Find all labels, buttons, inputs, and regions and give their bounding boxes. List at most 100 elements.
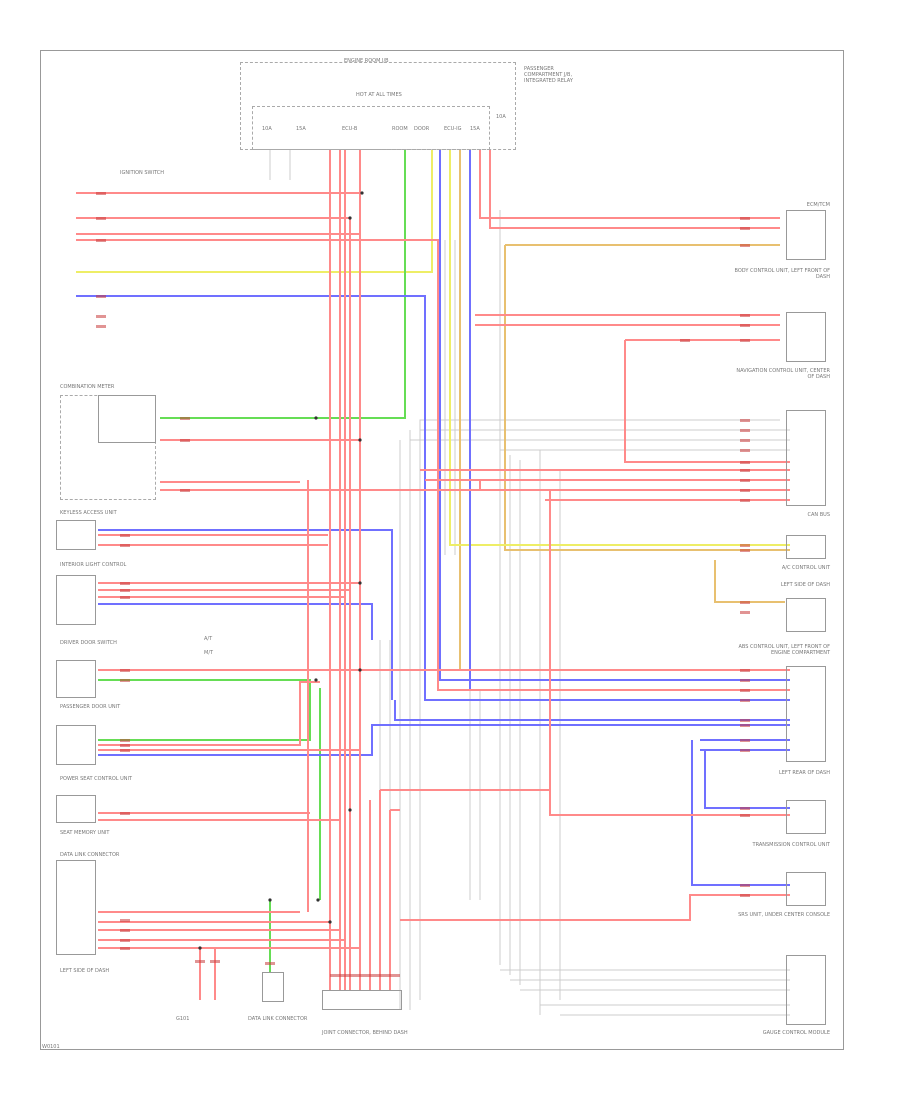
gray-wire-6 [499,449,790,965]
fuse-terminal-3: ECU-B [342,126,358,132]
left-label-3: KEYLESS ACCESS UNIT [60,510,117,516]
right-component-2 [786,312,826,362]
wire-color-tag [120,589,130,592]
wire-color-tag [120,679,130,682]
fuse-box-note: HOT AT ALL TIMES [356,92,402,98]
wire-color-tag [740,611,750,614]
left-label-6: PASSENGER DOOR UNIT [60,704,121,710]
wire-color-tag [740,689,750,692]
red-wire-34 [98,929,341,990]
wire-color-tag [370,974,380,977]
wire-color-tag [740,339,750,342]
splice-dot [358,438,362,442]
wire-color-tag [740,419,750,422]
left-component-2 [56,520,96,550]
wire-color-tag [740,884,750,887]
fuse-terminal-6: ECU-IG [444,126,462,132]
left-component-5 [56,725,96,765]
red-wire-35 [98,939,346,990]
red-wire-5 [479,150,780,219]
left-component-6 [56,795,96,823]
wire-color-tag [120,534,130,537]
wire-color-tag [740,814,750,817]
wire-color-tag [740,469,750,472]
wire-color-tag [96,295,106,298]
right-label-11: GAUGE CONTROL MODULE [762,1030,830,1036]
wire-color-tag [210,960,220,963]
right-label-9: TRANSMISSION CONTROL UNIT [752,842,830,848]
left-label-7: POWER SEAT CONTROL UNIT [60,776,133,782]
green-wire-1 [160,150,406,419]
wire-color-tag [120,812,130,815]
splice-dot [268,898,272,902]
splice-dot [358,581,362,585]
wire-color-tag [740,719,750,722]
red-wire-4 [76,233,361,990]
left-label-1: IGNITION SWITCH [120,170,164,176]
gray-wire-5 [419,419,780,1000]
wire-color-tag [390,974,400,977]
wire-color-tag [740,461,750,464]
wire-color-tag [740,499,750,502]
wire-color-tag [120,596,130,599]
blue-wire-6 [98,724,790,756]
wire-color-tag [740,749,750,752]
wire-color-tag [195,960,205,963]
left-label-8: SEAT MEMORY UNIT [60,830,110,836]
yellow-wire-2 [449,150,790,546]
wire-color-tag [180,417,190,420]
red-wire-24 [98,681,320,746]
blue-wire-11 [394,700,790,721]
right-label-1: ECM/TCM [806,202,830,208]
left-label-10: LEFT SIDE OF DASH [60,968,110,974]
wire-color-tag [740,699,750,702]
wire-color-tag [740,724,750,727]
right-label-2: BODY CONTROL UNIT, LEFT FRONT OF DASH [734,268,830,280]
fuse-terminal-7: 15A [470,126,480,132]
right-component-3 [786,410,826,506]
wire-color-tag [96,325,106,328]
ground-block [262,972,284,1002]
wire-color-tag [96,217,106,220]
blue-wire-4 [439,150,790,681]
wire-color-tag [120,929,130,932]
wire-color-tag [740,739,750,742]
orange-wire-2 [504,245,790,551]
page-code: W0101 [42,1044,60,1050]
wire-color-tag [96,192,106,195]
wire-color-tag [740,601,750,604]
splice-dot [316,898,320,902]
wire-color-tag [120,544,130,547]
wire-color-tag [120,739,130,742]
wire-color-tag [120,939,130,942]
wire-color-tag [740,489,750,492]
fuse-box-title: ENGINE ROOM J/B [344,58,389,64]
splice-dot [314,678,318,682]
right-label-3: NAVIGATION CONTROL UNIT, CENTER OF DASH [736,368,830,380]
wire-color-tag [180,439,190,442]
splice-dot [314,416,318,420]
left-component-1-inner [98,395,156,443]
blue-wire-2 [98,529,393,700]
splice-dot [328,920,332,924]
red-wire-36 [98,947,361,990]
wire-color-tag [360,974,370,977]
right-label-4: CAN BUS [807,512,830,518]
orange-wire-4 [714,560,785,603]
blue-wire-10 [691,740,790,886]
note-b: M/T [204,650,214,656]
fuse-terminal-4: ROOM [392,126,408,132]
splice-dot [358,668,362,672]
right-component-4 [786,535,826,559]
wire-color-tag [265,962,275,965]
wire-color-tag [740,679,750,682]
ground-mid-label: DATA LINK CONNECTOR [248,1016,308,1022]
red-wire-6 [489,150,780,229]
wire-color-tag [740,429,750,432]
right-component-5 [786,598,826,632]
green-wire-2 [98,679,311,741]
wire-color-tag [740,324,750,327]
splice-dot [348,216,352,220]
wire-color-tag [680,339,690,342]
fuse-terminal-8: 10A [496,114,506,120]
